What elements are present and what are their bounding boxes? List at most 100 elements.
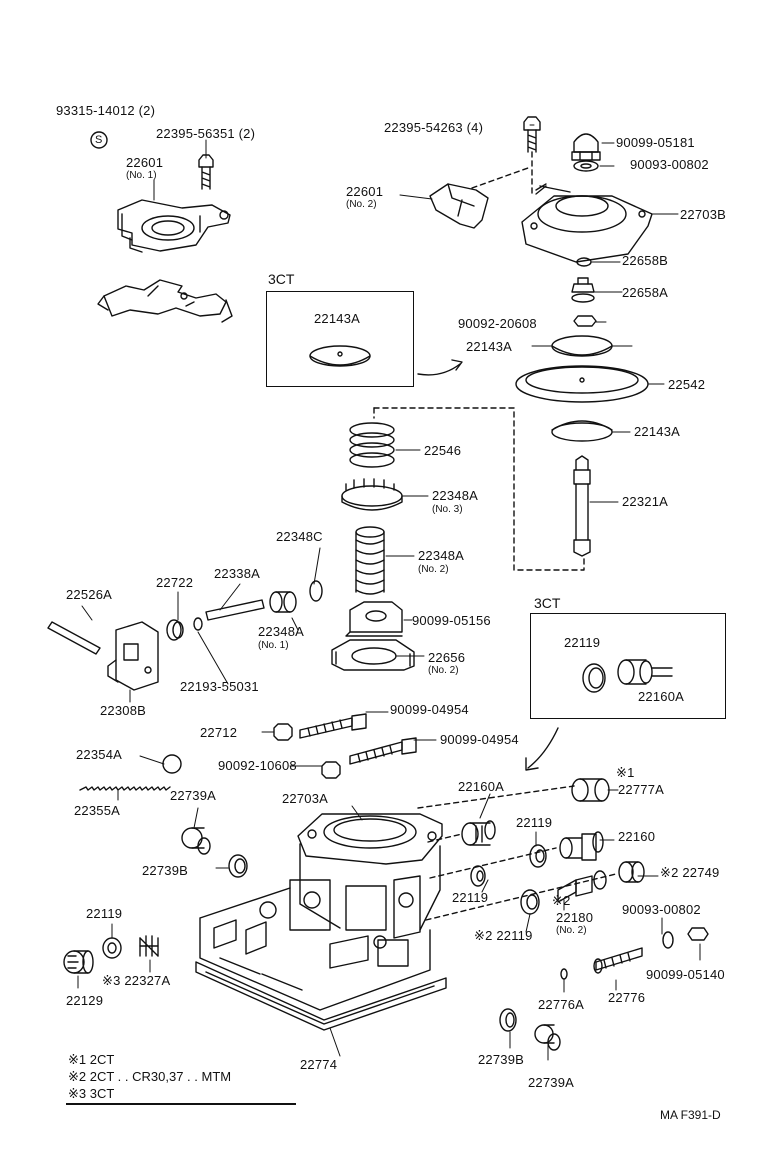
screw-22739a-upper [181,827,211,855]
label-22777a: 22777A [618,782,665,797]
plug-22777a [571,778,610,802]
nut-90092-20608 [573,315,597,327]
label-22327a: ※3 22327A [102,973,171,988]
e-ring-22193-55031 [193,617,203,631]
washer-90093-00802-top [573,160,599,172]
label-90099-04954-lower: 90099-04954 [440,732,519,747]
label-90093-00802-lower: 90093-00802 [622,902,701,917]
housing-22656-no2 [331,639,415,671]
label-22658a: 22658A [622,285,669,300]
o-ring-22658b [576,257,592,267]
arrow-head-box [451,359,463,371]
jet-22160a-center [461,820,496,846]
label-90099-04954-upper: 90099-04954 [390,702,469,717]
label-22395-54263: 22395-54263 (4) [384,120,484,135]
nut-22712 [273,723,293,741]
arrow-from-box [417,363,461,376]
label-22143a-box: 22143A [314,311,361,326]
label-22749: ※2 22749 [660,865,720,880]
label-22143a-lower: 22143A [634,424,681,439]
washer-22119-left [470,865,486,887]
arrow-to-lower [527,727,559,769]
label-22348c: 22348C [276,529,323,544]
label-22601-no2: 22601 [346,184,384,199]
dashed-link-rod [373,407,585,571]
main-body-22703a [199,813,443,1011]
label-22180-sub: (No. 2) [556,925,587,936]
seal-22119-box [582,663,606,693]
label-22348a-no3-sub: (No. 3) [432,504,463,515]
legend-line-2: ※2 2CT . . CR30,37 . . MTM [68,1069,232,1084]
gasket-22774 [195,961,447,1031]
label-22656-sub: (No. 2) [428,665,459,676]
label-22542: 22542 [668,377,706,392]
label-90099-05181: 90099-05181 [616,135,695,150]
bushing-22348a-no1 [269,591,297,613]
nozzle-22160a-box [617,659,673,685]
label-22658b: 22658B [622,253,669,268]
label-22722: 22722 [156,575,194,590]
label-22395-56351: 22395-56351 (2) [156,126,256,141]
screw-22395-56351 [198,154,214,190]
label-22703a: 22703A [282,791,329,806]
arrow-head-lower [525,757,539,771]
label-22703b: 22703B [680,207,727,222]
nut-90099-05140 [687,927,709,941]
label-22712: 22712 [200,725,238,740]
leader-lines [77,124,701,1061]
washer-22348c [309,580,323,602]
label-22119-right: 22119 [516,815,553,830]
label-90092-20608: 90092-20608 [458,316,537,331]
spring-22776a [560,968,568,980]
label-22321a: 22321A [622,494,669,509]
label-22180-mark: ※2 [552,893,571,908]
jet-22160 [559,831,604,861]
nut-90092-10608 [321,761,341,779]
label-22348a-no3: 22348A [432,488,479,503]
label-22338a: 22338A [214,566,261,581]
washer-90093-00802-lower [662,931,674,949]
dashed-line-d [425,873,617,921]
label-22546: 22546 [424,443,462,458]
pin-22526a [47,621,101,655]
dashed-link-bracket [471,167,529,189]
legend-line-1: ※1 2CT [68,1052,115,1067]
label-22656: 22656 [428,650,466,665]
spring-22546 [349,422,395,468]
bracket-22601-no1 [117,199,231,253]
bracket-22308b [107,621,159,691]
dashed-line-b [427,833,463,843]
label-22739b-lower: 22739B [478,1052,525,1067]
spring-wire-22355a [79,786,171,791]
screw-22739a-lower [534,1024,561,1051]
label-22601-no1-sub: (No. 1) [126,170,157,181]
screw-90099-04954-lower [349,737,417,765]
3ct-lower-box-title: 3CT [534,595,561,611]
3ct-upper-box-title: 3CT [268,271,295,287]
label-22776a: 22776A [538,997,585,1012]
label-90093-00802-top: 90093-00802 [630,157,709,172]
label-22160a-box: 22160A [638,689,685,704]
label-22777a-mark: ※1 [616,765,635,780]
dashed-line-c [429,847,557,879]
label-22348a-no1-sub: (No. 1) [258,640,289,651]
lever-plate [97,279,233,323]
retainer-22143a-upper [551,335,613,357]
legend-line-3: ※3 3CT [68,1086,115,1101]
label-90099-05140: 90099-05140 [646,967,725,982]
label-22143a-upper: 22143A [466,339,513,354]
block-90099-05156 [345,601,403,637]
label-22160: 22160 [618,829,656,844]
washer-22119-farleft [102,937,122,959]
label-22601-no1: 22601 [126,155,164,170]
label-22348a-no2-sub: (No. 2) [418,564,449,575]
label-22119-box: 22119 [564,635,601,650]
label-22180: 22180 [556,910,594,925]
label-22119-farleft: 22119 [86,906,123,921]
ring-22739b-lower [499,1008,517,1032]
s-marker-circle [90,131,108,149]
label-22129: 22129 [66,993,104,1008]
gear-22348a-no3 [341,478,403,511]
retainer-22143a-box [309,345,371,367]
ring-22739b-upper [228,854,248,878]
